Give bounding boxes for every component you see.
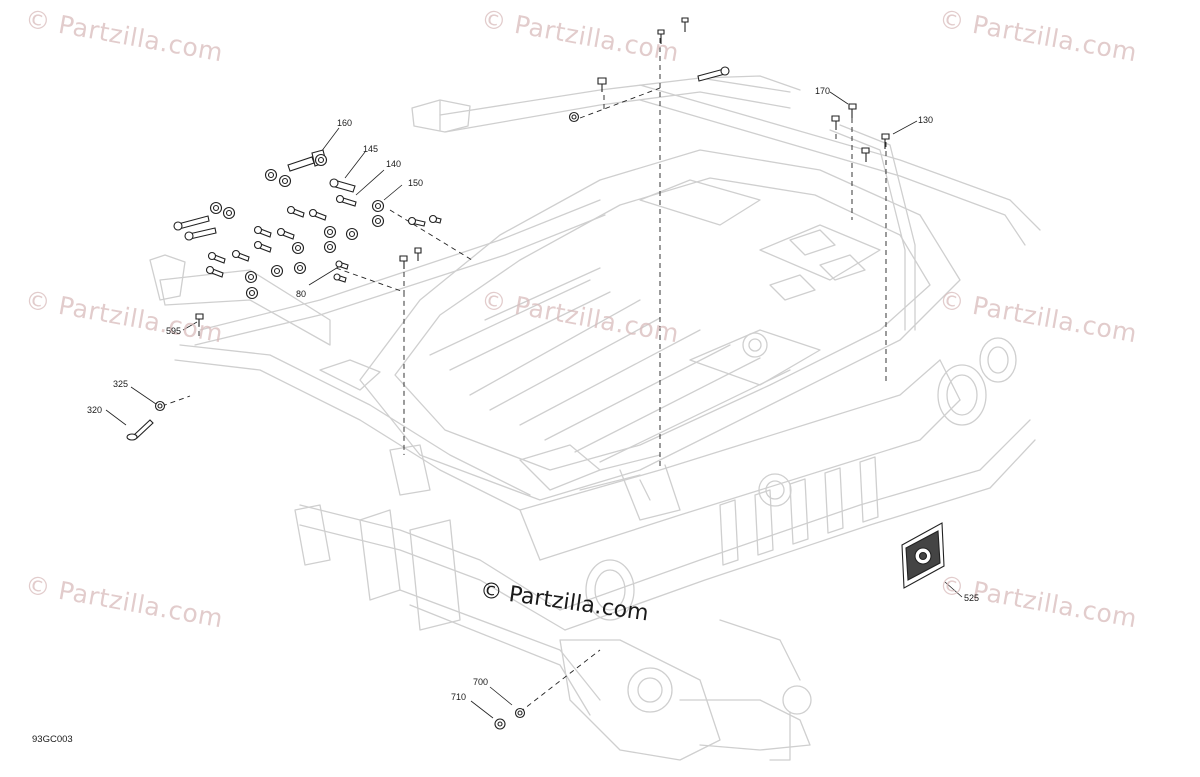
callout-595[interactable]: 595 [166,326,182,336]
nut-rear-top [568,111,580,123]
callout-170[interactable]: 170 [815,86,831,96]
washer-325 [154,400,166,412]
leader-lines [105,91,963,719]
decal-525 [901,522,945,589]
callout-525[interactable]: 525 [964,593,980,603]
washer-700 [514,707,526,719]
callout-710[interactable]: 710 [451,692,467,702]
vehicle-frame [149,75,1041,761]
callout-80[interactable]: 80 [296,289,307,299]
callout-160[interactable]: 160 [337,118,353,128]
figure-code: 93GC003 [32,734,73,745]
callout-150[interactable]: 150 [408,178,424,188]
vertical-screws [195,17,890,326]
nuts-cluster [209,153,385,300]
pin-top [697,66,730,82]
pin-320 [126,419,154,441]
hardware-parts [126,17,945,730]
callout-145[interactable]: 145 [363,144,379,154]
callout-325[interactable]: 325 [113,379,129,389]
callout-140[interactable]: 140 [386,159,402,169]
screw-710 [494,718,506,730]
short-bolts [205,194,442,283]
callout-700[interactable]: 700 [473,677,489,687]
callout-130[interactable]: 130 [918,115,934,125]
bolt-145 [329,178,356,193]
callout-320[interactable]: 320 [87,405,103,415]
assembly-lines [161,38,887,713]
long-bolts [173,215,217,241]
